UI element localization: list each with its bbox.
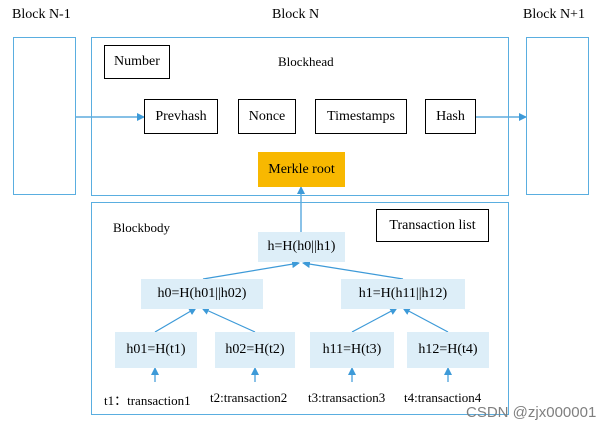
h11-hash-node: h11=H(t3) bbox=[310, 332, 394, 368]
merkle-root-hash-node: h=H(h0||h1) bbox=[258, 232, 345, 262]
h12-hash-node: h12=H(t4) bbox=[407, 332, 489, 368]
blockbody-title: Blockbody bbox=[113, 220, 171, 235]
block-n-plus-1-box bbox=[526, 37, 589, 195]
h01-to-h0-arrow bbox=[154, 307, 197, 333]
h02-to-h0-arrow bbox=[201, 307, 256, 333]
timestamps-field: Timestamps bbox=[315, 99, 407, 134]
csdn-watermark: CSDN @zjx000001 bbox=[466, 404, 597, 421]
blockhead-title: Blockhead bbox=[278, 54, 334, 69]
h02-hash-node: h02=H(t2) bbox=[215, 332, 295, 368]
h12-to-h1-arrow bbox=[402, 307, 449, 333]
nonce-field: Nonce bbox=[238, 99, 296, 134]
transaction-3-label: t3:transaction3 bbox=[308, 390, 386, 405]
transaction-1-label: t1：transaction1 bbox=[104, 393, 191, 408]
block-n-minus-1-box bbox=[13, 37, 76, 195]
blockhead-frame bbox=[91, 37, 509, 196]
block-n-label: Block N bbox=[272, 7, 320, 22]
blockbody-frame bbox=[91, 202, 509, 415]
h0-hash-node: h0=H(h01||h02) bbox=[141, 279, 263, 309]
h0-to-root-arrow bbox=[202, 260, 300, 280]
block-n-plus-1-label: Block N+1 bbox=[523, 7, 585, 22]
h1-to-root-arrow bbox=[302, 260, 404, 280]
prevhash-field: Prevhash bbox=[144, 99, 218, 134]
merkle-root-field: Merkle root bbox=[258, 152, 345, 187]
transaction-2-label: t2:transaction2 bbox=[210, 390, 288, 405]
block-n-minus-1-label: Block N-1 bbox=[12, 7, 71, 22]
h01-hash-node: h01=H(t1) bbox=[115, 332, 197, 368]
number-field: Number bbox=[104, 45, 170, 79]
h11-to-h1-arrow bbox=[351, 307, 398, 333]
h1-hash-node: h1=H(h11||h12) bbox=[341, 279, 465, 309]
transaction-list-box: Transaction list bbox=[376, 209, 489, 242]
transaction-4-label: t4:transaction4 bbox=[404, 390, 482, 405]
hash-field: Hash bbox=[425, 99, 476, 134]
